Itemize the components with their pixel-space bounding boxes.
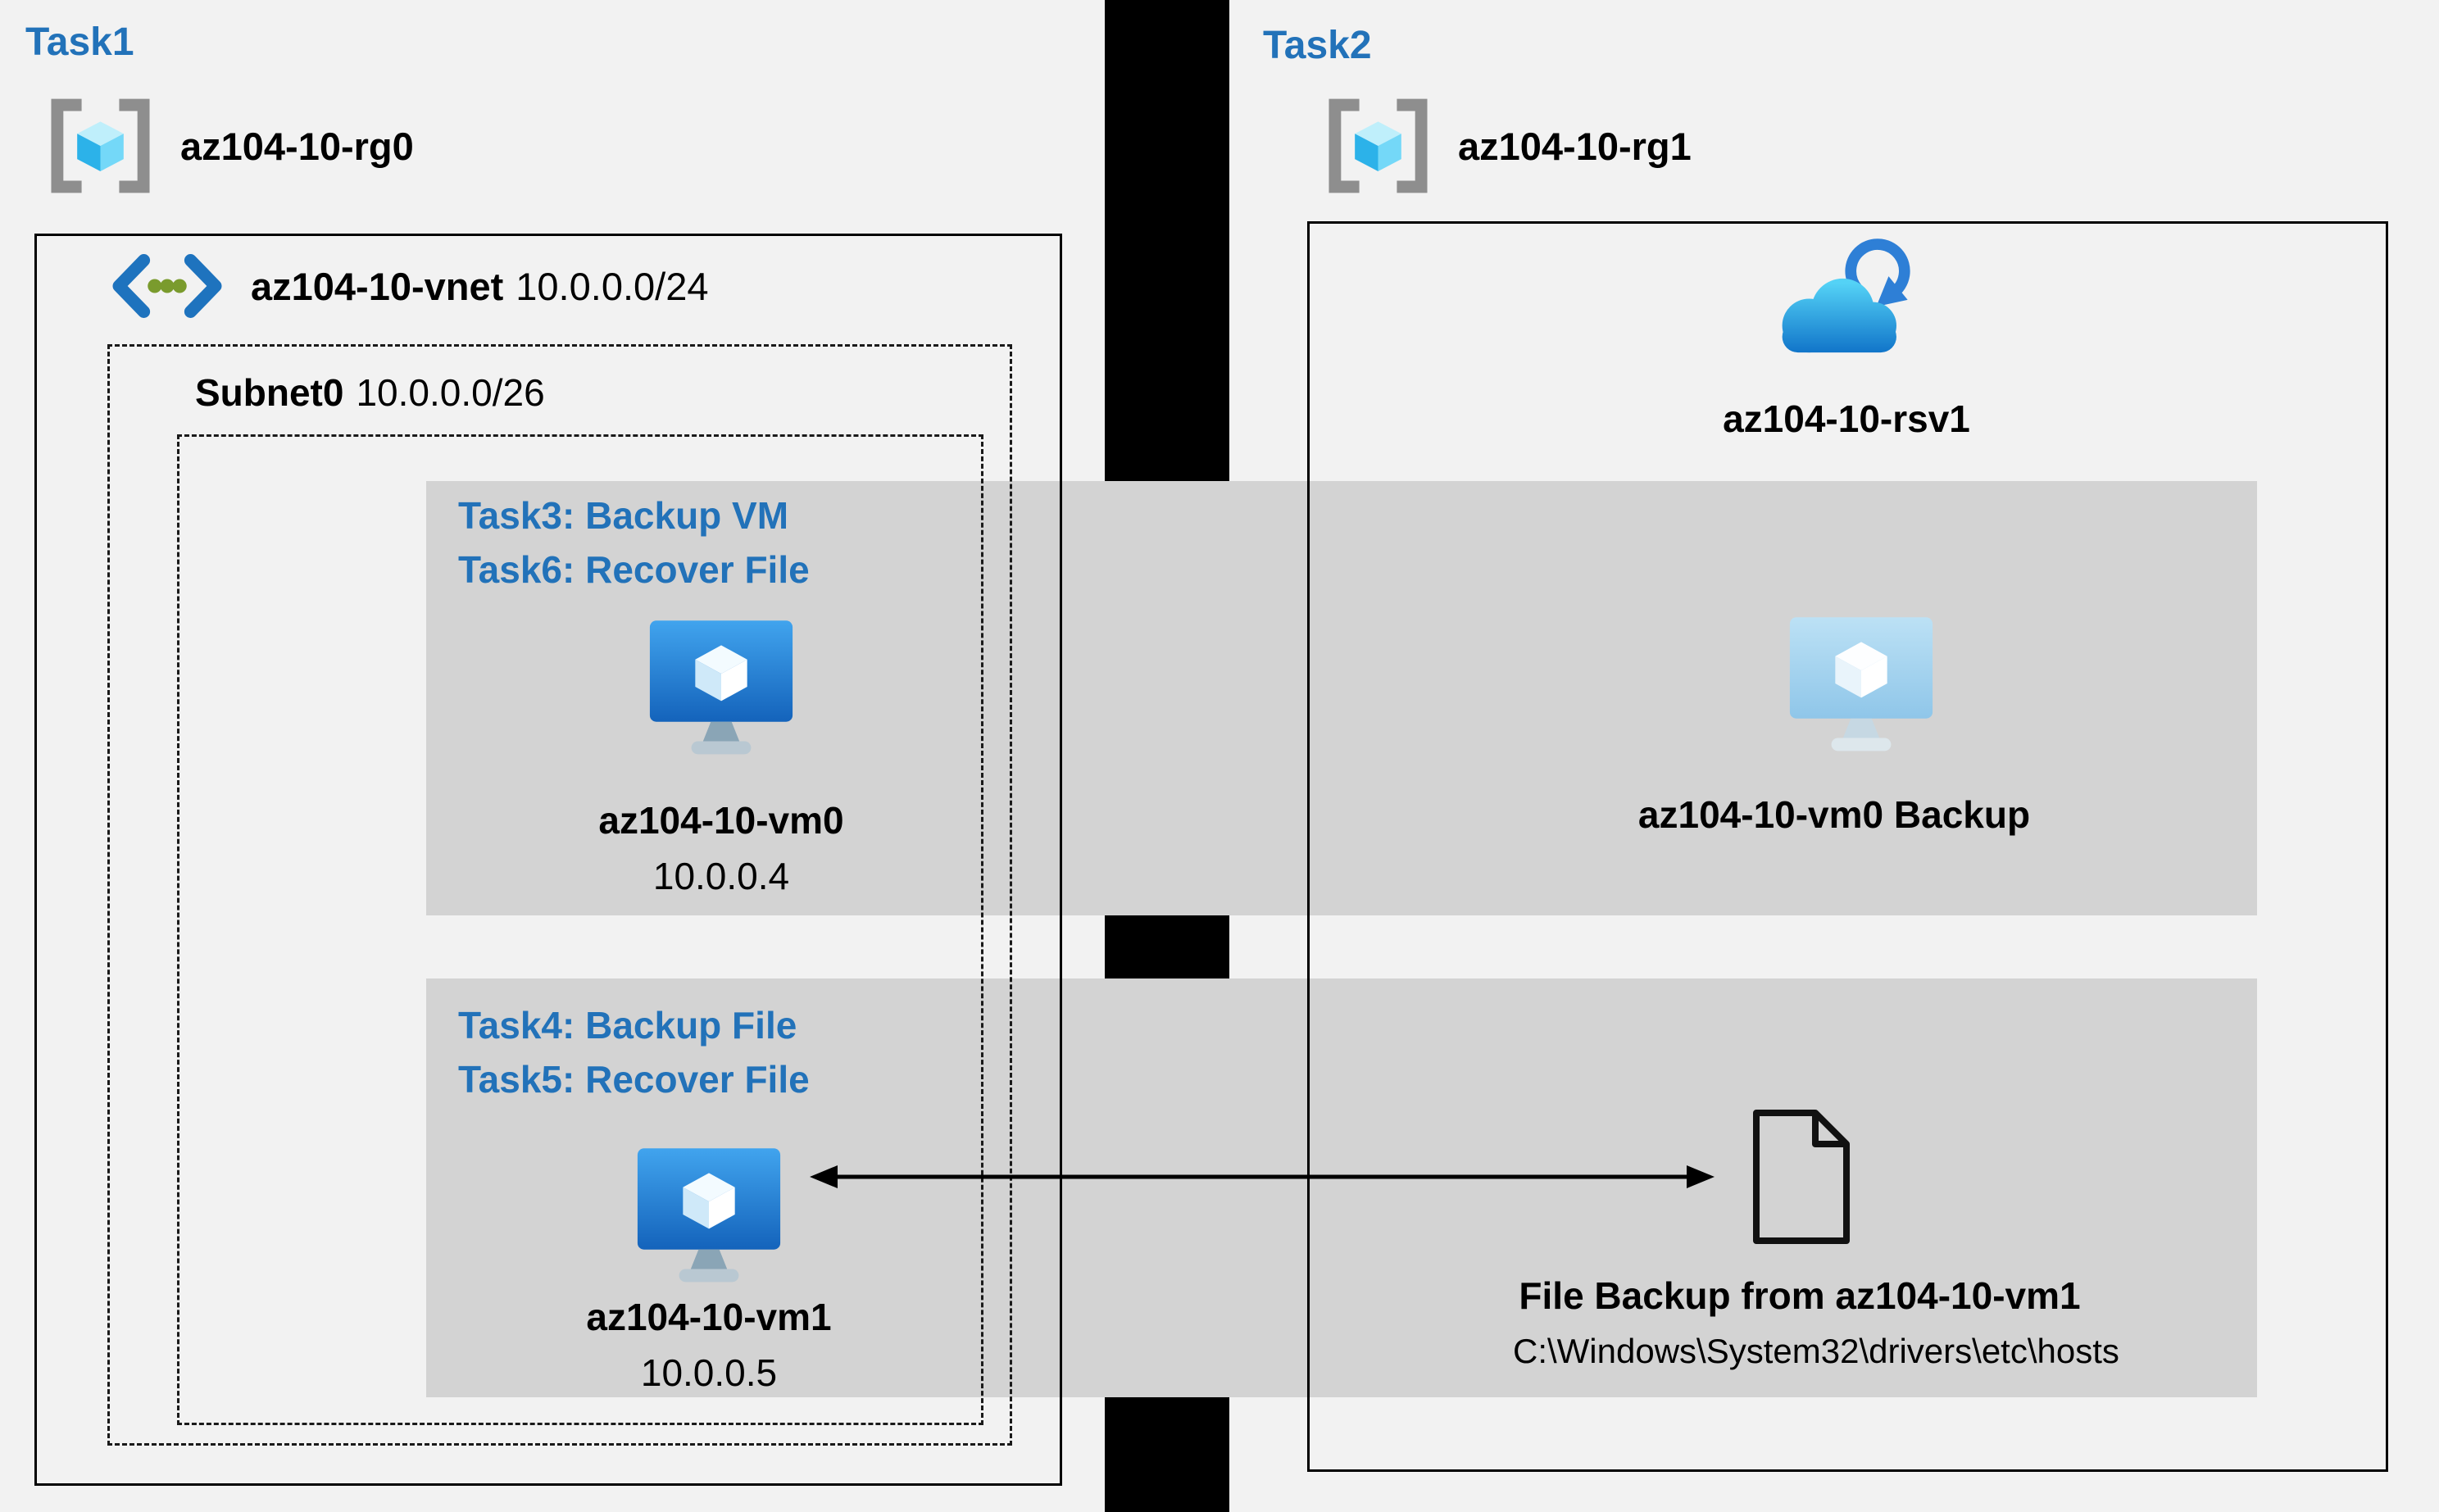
- vm0-ip: 10.0.0.4: [652, 855, 790, 897]
- rg0-box: [34, 234, 1062, 1486]
- vm1-ip: 10.0.0.5: [640, 1351, 778, 1394]
- file-backup-path: C:\Windows\System32\drivers\etc\hosts: [1513, 1332, 2119, 1370]
- rg0-header: az104-10-rg0: [45, 98, 414, 193]
- task5-label: Task5: Recover File: [458, 1058, 810, 1101]
- rg1-box: [1307, 221, 2388, 1472]
- task6-label: Task6: Recover File: [458, 548, 810, 591]
- bidirectional-arrow-icon: [810, 1165, 1715, 1188]
- subnet0-cidr: 10.0.0.0/26: [356, 371, 545, 414]
- vault-name: az104-10-rsv1: [1723, 397, 1970, 440]
- task3-label: Task3: Backup VM: [458, 494, 789, 537]
- vm1-icon: [637, 1148, 781, 1283]
- vm1-task-list: Task4: Backup File Task5: Recover File: [458, 998, 810, 1106]
- task1-label: Task1: [25, 20, 134, 64]
- vnet-name: az104-10-vnet: [251, 264, 504, 308]
- vm1-name: az104-10-vm1: [586, 1296, 832, 1338]
- vm0-icon: [649, 620, 793, 755]
- resource-group-icon: [51, 98, 150, 193]
- task2-label: Task2: [1263, 24, 1372, 67]
- rg1-name: az104-10-rg1: [1458, 124, 1692, 168]
- vnet-icon: [112, 254, 222, 318]
- task4-label: Task4: Backup File: [458, 1004, 797, 1047]
- rg0-name: az104-10-rg0: [180, 124, 414, 168]
- file-backup-title: File Backup from az104-10-vm1: [1519, 1274, 2081, 1317]
- resource-group-icon: [1329, 98, 1428, 193]
- subnet0-name: Subnet0: [195, 371, 344, 414]
- file-icon: [1753, 1110, 1850, 1244]
- vnet-header: az104-10-vnet 10.0.0.0/24: [105, 251, 709, 321]
- vm0-task-list: Task3: Backup VM Task6: Recover File: [458, 488, 810, 597]
- recovery-vault-icon: [1782, 238, 1910, 353]
- subnet0-box: [107, 344, 1012, 1446]
- subnet0-inner-box: [177, 434, 983, 1425]
- vm0-name: az104-10-vm0: [598, 799, 844, 842]
- vnet-cidr: 10.0.0.0/24: [516, 264, 709, 308]
- vm-backup-icon: [1789, 617, 1933, 751]
- subnet0-label: Subnet0 10.0.0.0/26: [195, 370, 545, 415]
- rg1-header: az104-10-rg1: [1323, 98, 1692, 193]
- vm-backup-label: az104-10-vm0 Backup: [1637, 793, 2031, 836]
